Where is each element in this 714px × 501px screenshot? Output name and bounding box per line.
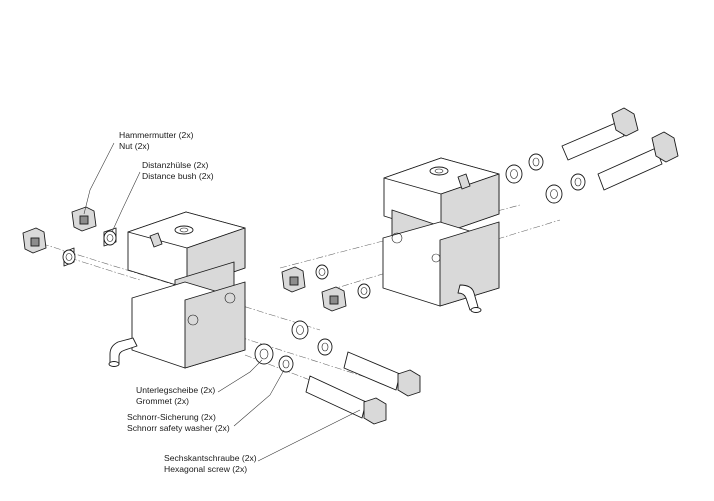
callout-distance-bush-de: Distanzhülse (2x) xyxy=(142,160,209,170)
washer-group-rear xyxy=(505,153,586,204)
callout-distance-bush: Distanzhülse (2x) Distance bush (2x) xyxy=(142,160,214,181)
hammer-nut-right-b xyxy=(321,286,347,312)
hex-screw-front-a xyxy=(343,351,421,397)
hex-screw-rear-a xyxy=(561,107,639,161)
callout-grommet: Unterlegscheibe (2x) Grommet (2x) xyxy=(136,385,215,406)
callout-distance-bush-en: Distance bush (2x) xyxy=(142,171,214,181)
valve-block-right xyxy=(382,157,500,313)
callout-hammer-nut-de: Hammermutter (2x) xyxy=(119,130,194,140)
callout-hex-screw: Sechskantschraube (2x) Hexagonal screw (… xyxy=(164,453,257,474)
callout-safety-washer: Schnorr-Sicherung (2x) Schnorr safety wa… xyxy=(127,412,230,433)
valve-block-left xyxy=(108,211,246,369)
callout-safety-washer-de: Schnorr-Sicherung (2x) xyxy=(127,412,216,422)
callout-hammer-nut: Hammermutter (2x) Nut (2x) xyxy=(119,130,194,151)
distance-bush-right-a xyxy=(315,264,329,280)
callout-grommet-en: Grommet (2x) xyxy=(136,396,189,406)
hammer-nut-left-a xyxy=(22,227,47,254)
callout-hammer-nut-en: Nut (2x) xyxy=(119,141,150,151)
hex-screw-rear-b xyxy=(597,131,679,191)
hammer-nut-right-a xyxy=(281,266,306,293)
callout-grommet-de: Unterlegscheibe (2x) xyxy=(136,385,215,395)
hammer-nut-left-b xyxy=(71,206,97,232)
distance-bush-left-b xyxy=(103,227,117,247)
callout-hex-screw-de: Sechskantschraube (2x) xyxy=(164,453,257,463)
leader-lines xyxy=(83,142,361,462)
distance-bush-left-a xyxy=(62,247,76,267)
callout-hex-screw-en: Hexagonal screw (2x) xyxy=(164,464,247,474)
distance-bush-right-b xyxy=(357,283,371,299)
washer-group-front xyxy=(254,320,333,373)
callout-safety-washer-en: Schnorr safety washer (2x) xyxy=(127,423,230,433)
hex-screw-front-b xyxy=(305,375,387,425)
